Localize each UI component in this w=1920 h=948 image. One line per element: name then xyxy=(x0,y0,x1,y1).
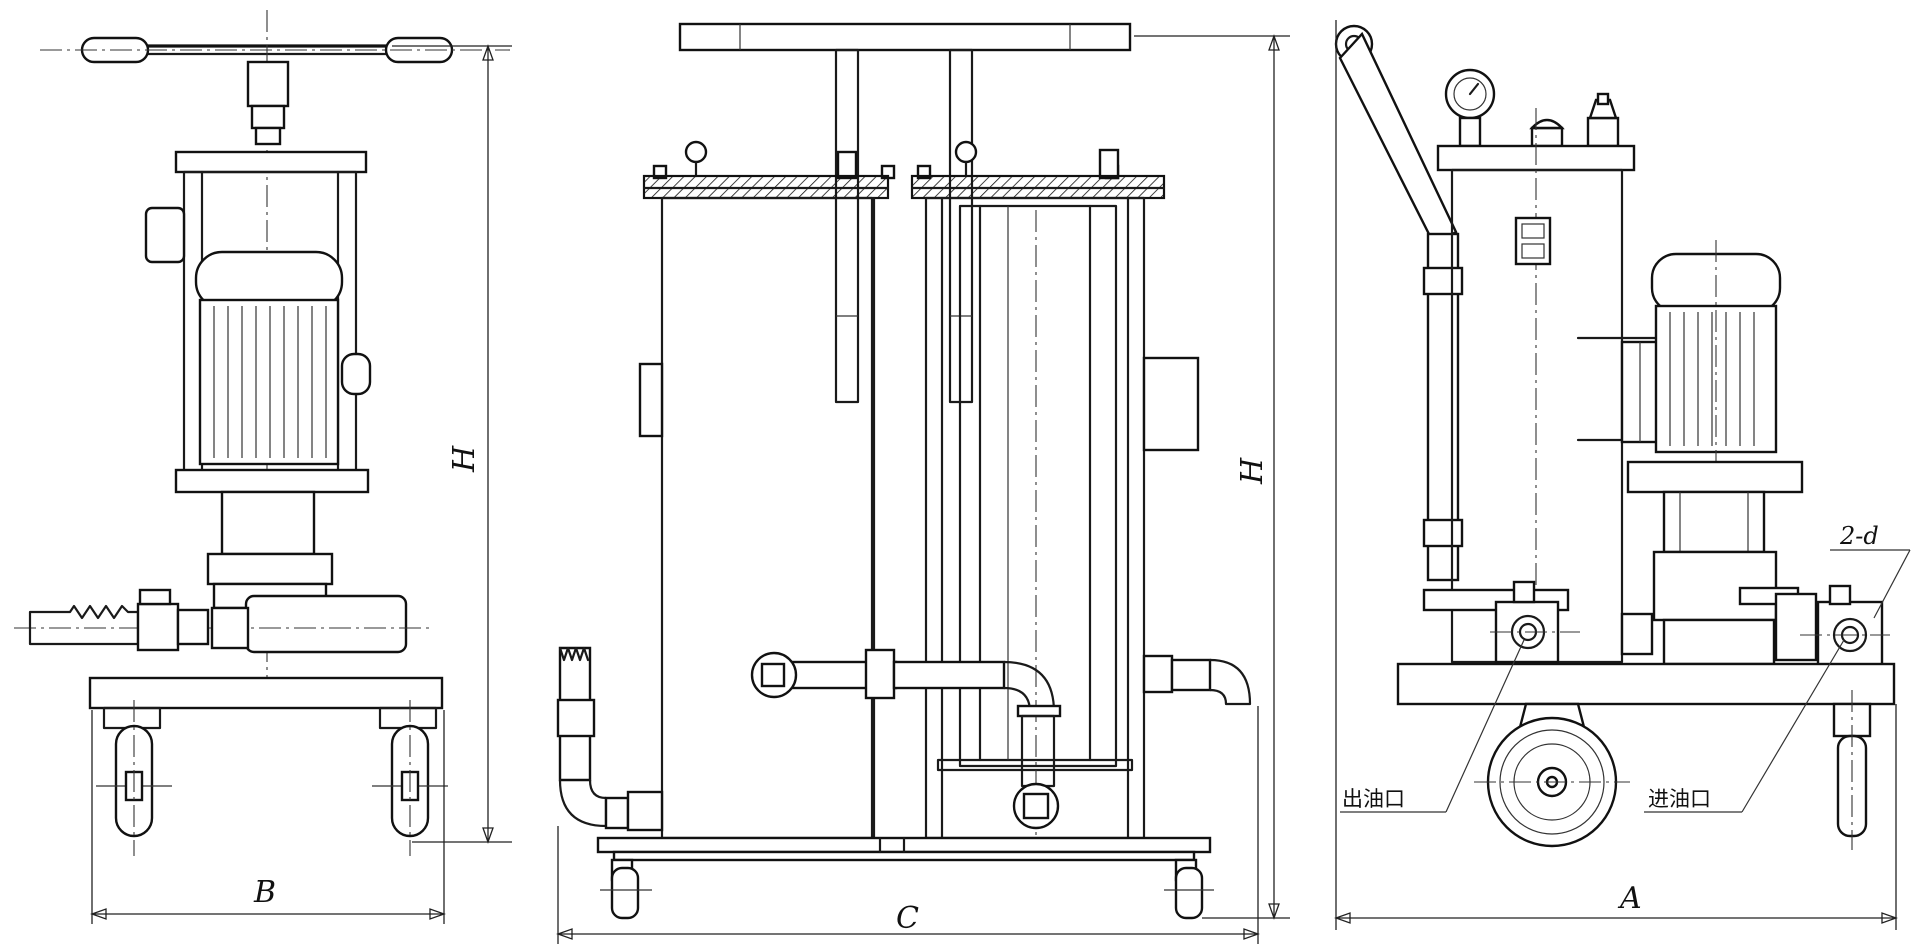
dimension-a-label: A xyxy=(1617,881,1642,916)
caster-front-left xyxy=(600,858,652,920)
dimension-c-label: C xyxy=(896,901,919,936)
dimension-h-left-label: H xyxy=(447,445,482,473)
dimension-b-label: B xyxy=(253,875,276,910)
front-section-view: C H xyxy=(556,22,1290,944)
dimension-h-middle-label: H xyxy=(1235,457,1270,485)
motor xyxy=(194,250,372,466)
inlet-port-label: 进油口 xyxy=(1648,787,1711,811)
side-view: 出油口 进油口 2-d A xyxy=(1334,20,1911,930)
side-motor xyxy=(1650,240,1782,650)
caster-front-right xyxy=(1164,858,1214,920)
end-view: B H xyxy=(14,10,512,924)
ports-spec-label: 2-d xyxy=(1839,522,1879,550)
outlet-port-label: 出油口 xyxy=(1342,787,1405,811)
side-wheel xyxy=(1474,702,1630,848)
